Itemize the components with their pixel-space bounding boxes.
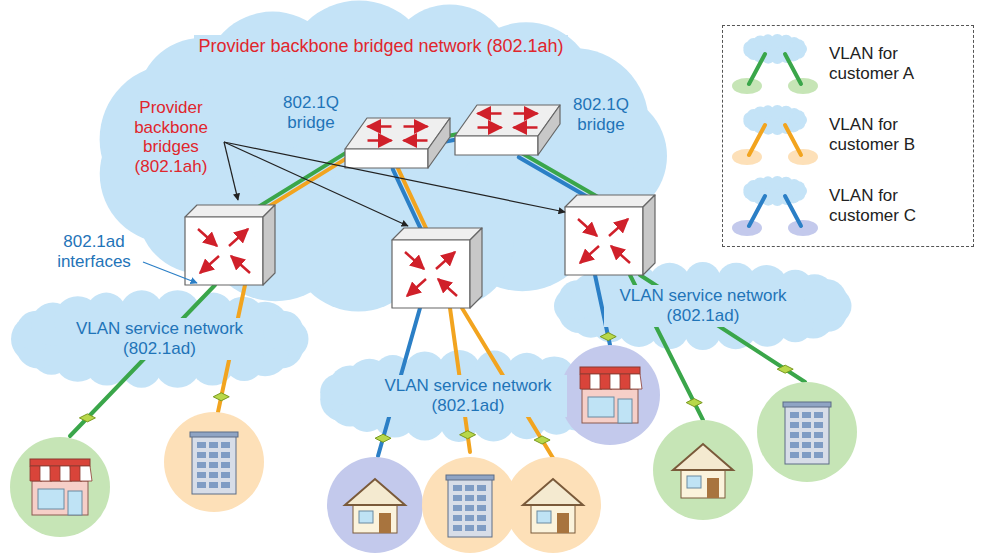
callout-label: Provider backbone bridges (802.1ah) [122,98,220,176]
bridge-label: 802.1Q bridge [275,93,347,132]
text-holder: VLAN service network (802.1ad) [604,285,802,326]
customer-site [10,437,110,537]
backbone-bridge-switch [185,205,275,285]
label-holder: Provider backbone bridges (802.1ah) [122,98,220,176]
text-holder: VLAN service network (802.1ad) [61,318,259,359]
interface-point [79,414,95,422]
legend-sample [729,174,821,238]
cloud-shape [11,290,309,387]
bridge-label: 802.1Q bridge [565,95,637,134]
label-holder: 802.1Q bridge [565,95,637,134]
region-title: Provider backbone bridged network (802.1… [194,35,567,58]
region-label: VLAN service network (802.1ad) [61,318,259,359]
customer-site [164,412,264,512]
interface-point [686,399,702,407]
legend-text: VLAN for customer C [829,186,949,225]
text-holder: VLAN service network (802.1ad) [369,375,567,416]
legend-sample [729,103,821,167]
cloud-shape [320,350,616,442]
legend-item: VLAN for customer A [729,32,969,98]
legend-item: VLAN for customer B [729,103,969,169]
cloud-region: VLAN service network (802.1ad) [319,350,617,442]
cloud-region: VLAN service network (802.1ad) [554,262,852,350]
text-holder: Provider backbone bridged network (802.1… [194,35,567,58]
backbone-bridge-switch [565,195,655,275]
customer-site [757,382,857,482]
label-holder: 802.1Q bridge [275,93,347,132]
region-label: VLAN service network (802.1ad) [369,375,567,416]
customer-site [653,420,753,520]
cloud-shape [554,262,852,350]
customer-site [560,345,660,445]
interface-point [777,365,793,373]
interface-label: 802.1ad interfaces [48,232,140,271]
legend-item: VLAN for customer C [729,174,969,240]
interface-point [213,393,229,401]
cloud-shape [743,105,807,135]
backbone-bridge-switch [392,228,482,308]
customer-site [505,457,601,553]
interface-point [534,436,550,444]
customer-site [422,457,518,553]
legend-sample [729,32,821,96]
customer-site [327,457,423,553]
legend-box: VLAN for customer A VLAN for customer B VL… [722,25,974,247]
legend-text: VLAN for customer B [829,115,949,154]
cloud-shape [100,0,667,311]
cloud-shape [743,34,807,64]
cloud-shape [743,176,807,206]
label-holder: 802.1ad interfaces [48,232,140,271]
region-label: VLAN service network (802.1ad) [604,285,802,326]
legend-text: VLAN for customer A [829,44,949,83]
cloud-region: VLAN service network (802.1ad) [11,290,309,388]
